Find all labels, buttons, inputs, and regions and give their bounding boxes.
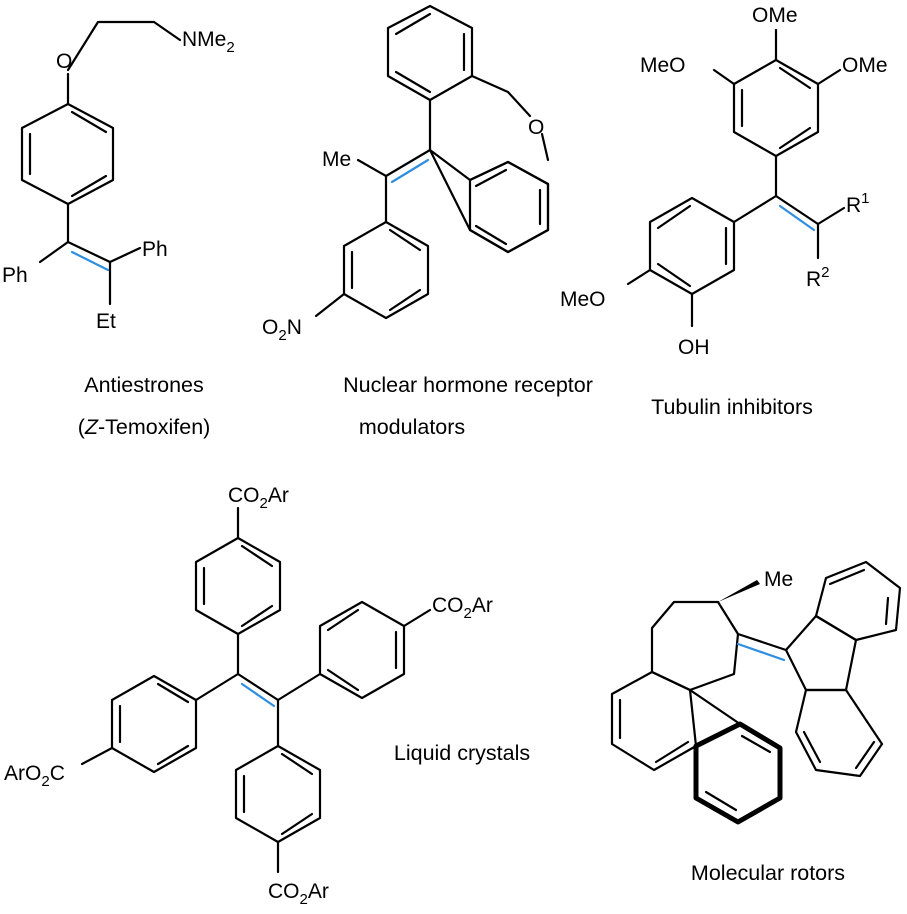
atom-label-ph-right: Ph (142, 238, 168, 261)
naphthalene-ring-a (610, 670, 698, 772)
fluorene-five-ring (784, 614, 858, 692)
atom-label-o: O (528, 116, 544, 139)
hydroxy-methoxyphenyl-ring (648, 196, 736, 296)
atom-label-co2ar-right: CO2Ar (432, 594, 493, 622)
caption-molecular-rotors: Molecular rotors (691, 861, 845, 885)
structure-tubulin-inhibitors: OMe MeO OMe R1 R2 MeO OH Tubulin inhibit… (560, 4, 888, 419)
caption-nhr-line1: Nuclear hormone receptor (343, 373, 593, 397)
bold-naphthalene-ring (693, 721, 783, 825)
caption-tubulin: Tubulin inhibitors (651, 395, 813, 419)
atom-label-co2ar-top: CO2Ar (228, 484, 289, 512)
stereo-wedge-me (718, 580, 760, 602)
tetrahydro-ring (650, 600, 740, 692)
fluorene-bottom-ring (794, 688, 884, 778)
atom-label-oh: OH (678, 336, 710, 359)
atom-label-r2: R2 (806, 264, 830, 291)
caption-liquid-crystals: Liquid crystals (394, 741, 530, 765)
ethoxy-chain-bond (66, 20, 182, 72)
atom-label-aro2c-left: ArO2C (4, 762, 65, 790)
atom-label-et: Et (96, 310, 116, 333)
caption-temoxifen: (Z-Temoxifen) (78, 415, 211, 439)
top-aryl-ring (194, 536, 282, 636)
atom-label-ome-top: OMe (752, 4, 798, 27)
nitrophenyl-ring (342, 220, 430, 320)
structure-molecular-rotors: Me Molecular rotors (610, 560, 902, 885)
phenoxy-ring (20, 102, 115, 206)
left-aryl-ring (110, 674, 198, 774)
atom-label-o2n: O2N (262, 316, 302, 344)
atom-label-r1: R1 (846, 190, 870, 217)
fluorene-top-ring (814, 560, 902, 642)
atom-label-meo-ring: MeO (560, 288, 606, 311)
atom-label-me: Me (322, 148, 351, 171)
structure-antiestrones: O NMe2 Ph Ph Et Antiestrones (Z-Temoxife… (2, 20, 235, 439)
structure-nhr-modulators: Me O O2N Nuclear hormone receptor modula… (262, 4, 593, 439)
caption-nhr-line2: modulators (359, 415, 465, 439)
atom-label-me: Me (764, 568, 793, 591)
alkene-double-bond (390, 158, 430, 184)
right-aryl-ring (318, 600, 406, 700)
atom-label-nme2: NMe2 (182, 28, 235, 56)
structure-liquid-crystals: CO2Ar CO2Ar ArO2C CO2Ar Liquid crystals (4, 484, 530, 908)
caption-antiestrones: Antiestrones (84, 373, 204, 397)
atom-label-ph-left: Ph (2, 264, 28, 287)
alkene-double-bond (240, 682, 276, 708)
atom-label-ome-right: OMe (842, 54, 888, 77)
alkene-double-bond (70, 250, 110, 272)
atom-label-meo-left: MeO (640, 54, 686, 77)
atom-label-o: O (56, 50, 72, 73)
lower-benzo-ring (468, 160, 550, 254)
bottom-aryl-ring (234, 744, 322, 844)
alkene-double-bond (736, 642, 786, 662)
trimethoxyphenyl-ring (732, 58, 820, 158)
top-benzo-ring (386, 4, 474, 102)
alkene-double-bond (778, 204, 816, 232)
atom-label-co2ar-bottom: CO2Ar (268, 880, 329, 908)
